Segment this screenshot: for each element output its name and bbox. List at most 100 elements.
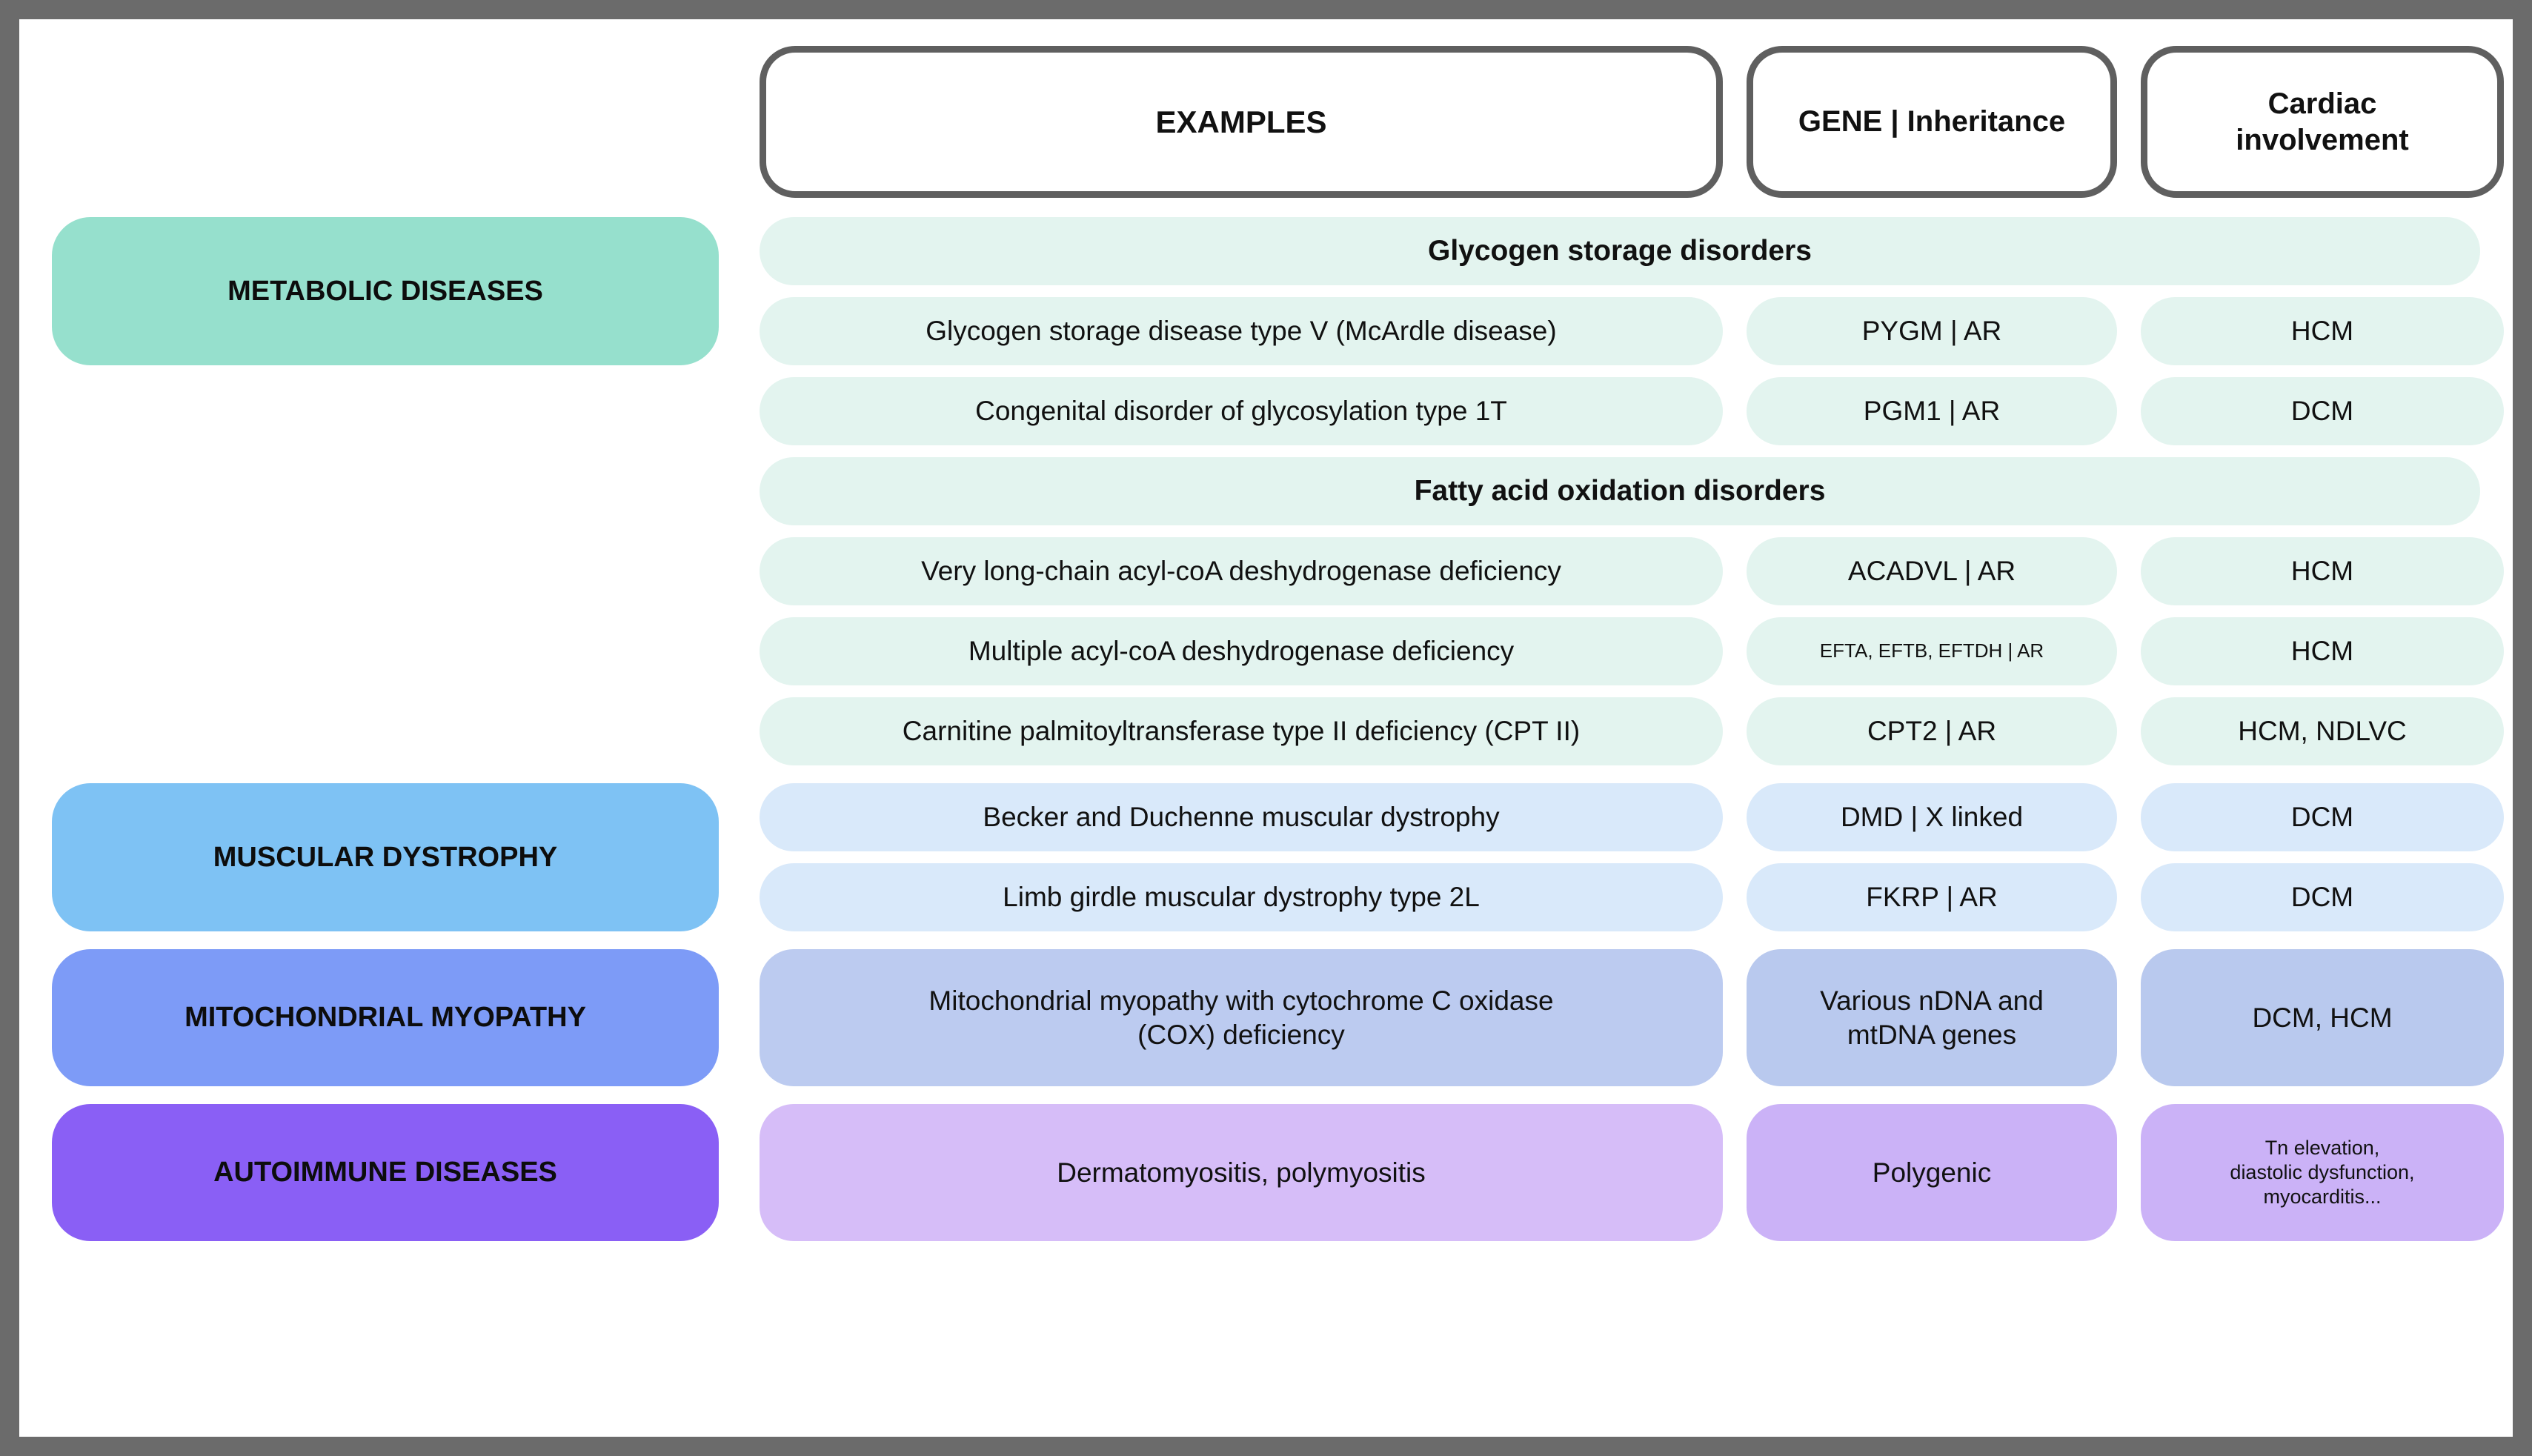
row-gene-line1: Various nDNA and: [1820, 985, 2044, 1017]
spacer: [52, 1086, 2480, 1104]
spacer: [719, 1104, 760, 1241]
spacer: [1723, 297, 1747, 365]
row-example[interactable]: Limb girdle muscular dystrophy type 2L: [760, 863, 1723, 931]
row-gene[interactable]: DMD | X linked: [1747, 783, 2117, 851]
row-example-line2: (COX) deficiency: [1137, 1019, 1345, 1050]
spacer: [1723, 377, 1747, 445]
row-example[interactable]: Carnitine palmitoyltransferase type II d…: [760, 697, 1723, 765]
muscular-category-column: MUSCULAR DYSTROPHY: [52, 783, 719, 931]
mitochondrial-category-column: MITOCHONDRIAL MYOPATHY: [52, 949, 719, 1086]
table-row: Multiple acyl-coA deshydrogenase deficie…: [760, 617, 2504, 685]
mitochondrial-rows: Mitochondrial myopathy with cytochrome C…: [760, 949, 2504, 1086]
spacer: [2117, 46, 2141, 198]
row-cardiac-line2: diastolic dysfunction,: [2230, 1161, 2415, 1184]
autoimmune-rows: Dermatomyositis, polymyositis Polygenic …: [760, 1104, 2504, 1241]
autoimmune-category-column: AUTOIMMUNE DISEASES: [52, 1104, 719, 1241]
spacer: [2117, 949, 2141, 1086]
spacer: [719, 783, 760, 931]
row-gene[interactable]: Polygenic: [1747, 1104, 2117, 1241]
row-example[interactable]: Mitochondrial myopathy with cytochrome C…: [760, 949, 1723, 1086]
row-cardiac[interactable]: DCM: [2141, 863, 2504, 931]
row-example-line1: Mitochondrial myopathy with cytochrome C…: [928, 985, 1554, 1017]
table-row: Mitochondrial myopathy with cytochrome C…: [760, 949, 2504, 1086]
spacer: [1723, 1104, 1747, 1241]
spacer: [1723, 949, 1747, 1086]
row-cardiac[interactable]: DCM: [2141, 783, 2504, 851]
row-example[interactable]: Glycogen storage disease type V (McArdle…: [760, 297, 1723, 365]
row-cardiac[interactable]: DCM, HCM: [2141, 949, 2504, 1086]
header-cardiac-line2: involvement: [2236, 123, 2409, 156]
spacer: [52, 765, 2480, 783]
band-row-glycogen: Glycogen storage disorders: [760, 217, 2504, 285]
spacer: [1723, 537, 1747, 605]
diagram-content: EXAMPLES GENE | Inheritance Cardiac invo…: [19, 19, 2513, 1437]
row-cardiac-line1: Tn elevation,: [2264, 1137, 2380, 1160]
row-example[interactable]: Very long-chain acyl-coA deshydrogenase …: [760, 537, 1723, 605]
spacer: [2117, 697, 2141, 765]
spacer: [2117, 537, 2141, 605]
spacer: [2117, 1104, 2141, 1241]
row-cardiac[interactable]: HCM: [2141, 537, 2504, 605]
spacer: [1723, 46, 1747, 198]
row-gene[interactable]: Various nDNA and mtDNA genes: [1747, 949, 2117, 1086]
header-cardiac: Cardiac involvement: [2141, 46, 2504, 198]
muscular-block: MUSCULAR DYSTROPHY Becker and Duchenne m…: [52, 783, 2504, 931]
spacer: [760, 851, 2504, 863]
category-muscular-dystrophy[interactable]: MUSCULAR DYSTROPHY: [52, 783, 719, 931]
row-cardiac-line3: myocarditis...: [2263, 1185, 2382, 1208]
spacer: [2117, 377, 2141, 445]
muscular-rows: Becker and Duchenne muscular dystrophy D…: [760, 783, 2504, 931]
row-gene[interactable]: EFTA, EFTB, EFTDH | AR: [1747, 617, 2117, 685]
autoimmune-block: AUTOIMMUNE DISEASES Dermatomyositis, pol…: [52, 1104, 2504, 1241]
row-cardiac[interactable]: Tn elevation, diastolic dysfunction, myo…: [2141, 1104, 2504, 1241]
metabolic-rows: Glycogen storage disorders Glycogen stor…: [760, 217, 2504, 765]
row-gene[interactable]: PYGM | AR: [1747, 297, 2117, 365]
row-gene[interactable]: CPT2 | AR: [1747, 697, 2117, 765]
table-row: Carnitine palmitoyltransferase type II d…: [760, 697, 2504, 765]
row-gene[interactable]: ACADVL | AR: [1747, 537, 2117, 605]
category-autoimmune-diseases[interactable]: AUTOIMMUNE DISEASES: [52, 1104, 719, 1241]
spacer: [760, 445, 2504, 457]
table-row: Very long-chain acyl-coA deshydrogenase …: [760, 537, 2504, 605]
table-row: Dermatomyositis, polymyositis Polygenic …: [760, 1104, 2504, 1241]
row-cardiac[interactable]: HCM: [2141, 617, 2504, 685]
spacer: [719, 217, 760, 765]
spacer: [760, 525, 2504, 537]
category-metabolic[interactable]: METABOLIC DISEASES: [52, 217, 719, 365]
row-cardiac[interactable]: DCM: [2141, 377, 2504, 445]
section-band-fatty-acid: Fatty acid oxidation disorders: [760, 457, 2480, 525]
table-row: Congenital disorder of glycosylation typ…: [760, 377, 2504, 445]
spacer: [719, 949, 760, 1086]
section-band-glycogen: Glycogen storage disorders: [760, 217, 2480, 285]
row-example[interactable]: Congenital disorder of glycosylation typ…: [760, 377, 1723, 445]
spacer: [2117, 297, 2141, 365]
spacer: [760, 285, 2504, 297]
spacer: [760, 685, 2504, 697]
spacer: [2117, 617, 2141, 685]
row-cardiac[interactable]: HCM: [2141, 297, 2504, 365]
spacer: [1723, 783, 1747, 851]
spacer: [1723, 697, 1747, 765]
spacer: [2117, 863, 2141, 931]
row-gene-line2: mtDNA genes: [1847, 1019, 2017, 1050]
header-examples: EXAMPLES: [760, 46, 1723, 198]
spacer: [1723, 863, 1747, 931]
mitochondrial-block: MITOCHONDRIAL MYOPATHY Mitochondrial myo…: [52, 949, 2504, 1086]
row-example[interactable]: Multiple acyl-coA deshydrogenase deficie…: [760, 617, 1723, 685]
metabolic-category-column: METABOLIC DISEASES: [52, 217, 719, 765]
table-row: Glycogen storage disease type V (McArdle…: [760, 297, 2504, 365]
category-mitochondrial-myopathy[interactable]: MITOCHONDRIAL MYOPATHY: [52, 949, 719, 1086]
row-gene[interactable]: FKRP | AR: [1747, 863, 2117, 931]
row-example[interactable]: Dermatomyositis, polymyositis: [760, 1104, 1723, 1241]
spacer: [760, 605, 2504, 617]
header-spacer: [52, 46, 719, 198]
spacer: [760, 365, 2504, 377]
row-cardiac[interactable]: HCM, NDLVC: [2141, 697, 2504, 765]
spacer: [719, 46, 760, 198]
header-cardiac-line1: Cardiac: [2267, 87, 2377, 120]
row-example[interactable]: Becker and Duchenne muscular dystrophy: [760, 783, 1723, 851]
table-row: Becker and Duchenne muscular dystrophy D…: [760, 783, 2504, 851]
spacer: [52, 931, 2480, 949]
row-gene[interactable]: PGM1 | AR: [1747, 377, 2117, 445]
metabolic-block: METABOLIC DISEASES Glycogen storage diso…: [52, 217, 2504, 765]
